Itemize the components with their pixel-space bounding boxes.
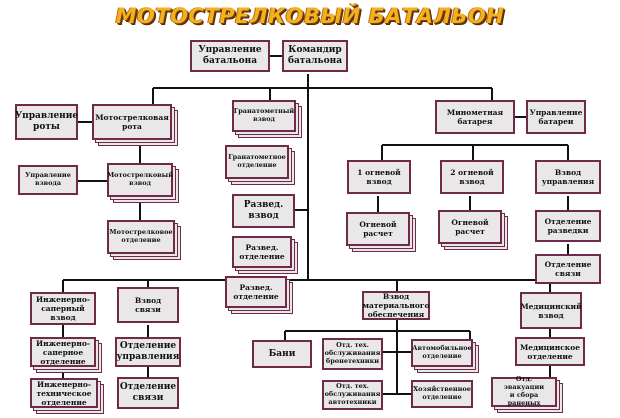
- household-section-box: Хозяйственное отделение: [411, 380, 473, 408]
- grenade-platoon-box: Гранатометный взвод: [232, 100, 296, 132]
- signals-platoon-box: Взвод связи: [117, 287, 179, 323]
- recon-platoon-box: Развед. взвод: [232, 194, 295, 228]
- company-management-box: Управление роты: [15, 104, 78, 140]
- platoon-management-box: Управление взвода: [18, 165, 78, 195]
- mortar-battery-box: Минометная батарея: [435, 100, 515, 134]
- fire-platoon-1-box: 1 огневой взвод: [347, 160, 411, 194]
- engineer-technical-squad-box: Инженерно- техническое отделение: [30, 378, 98, 408]
- motor-rifle-platoon-box: Мотострелковый взвод: [107, 163, 173, 197]
- medical-platoon-box: Медицинский взвод: [520, 292, 582, 329]
- battalion-commander-box: Командир батальона: [282, 40, 348, 72]
- engineer-sapper-squad-box: Инженерно- саперное отделение: [30, 337, 96, 367]
- battery-signals-section-box: Отделение связи: [535, 254, 601, 284]
- vehicle-maintenance-box: Отд. тех. обслуживания автотехники: [322, 380, 383, 410]
- fire-crew-box-1: Огневой расчет: [346, 212, 410, 246]
- grenade-squad-box: Гранатометное отделение: [225, 145, 289, 179]
- control-section-box: Отделение управления: [115, 337, 181, 367]
- evacuation-section-box: Отд. эвакуации и сбора раненых: [491, 376, 557, 407]
- motor-rifle-company-box: Мотострелковая рота: [92, 104, 172, 140]
- recon-section-box: Отделение разведки: [535, 210, 601, 242]
- baths-box: Бани: [252, 340, 312, 368]
- armor-maintenance-box: Отд. тех. обслуживания бронетехники: [322, 338, 383, 370]
- battalion-management-box: Управление батальона: [190, 40, 270, 72]
- material-support-platoon-box: Взвод материального обеспечения: [362, 291, 430, 320]
- battery-management-box: Управление батареи: [526, 100, 586, 134]
- medical-section-box: Медицинское отделение: [515, 337, 585, 366]
- fire-platoon-2-box: 2 огневой взвод: [440, 160, 504, 194]
- engineer-platoon-box: Инженерно- саперный взвод: [30, 292, 96, 325]
- automobile-section-box: Автомобильное отделение: [411, 339, 473, 367]
- diagram-title: МОТОСТРЕЛКОВЫЙ БАТАЛЬОН: [115, 4, 505, 28]
- recon-squad-box-1: Развед. отделение: [232, 236, 292, 268]
- recon-squad-box-2: Развед. отделение: [225, 276, 287, 308]
- motor-rifle-squad-box: Мотострелковое отделение: [107, 220, 175, 254]
- fire-crew-box-2: Огневой расчет: [438, 210, 502, 244]
- signals-section-box: Отделение связи: [117, 377, 179, 409]
- control-platoon-box: Взвод управления: [535, 160, 601, 194]
